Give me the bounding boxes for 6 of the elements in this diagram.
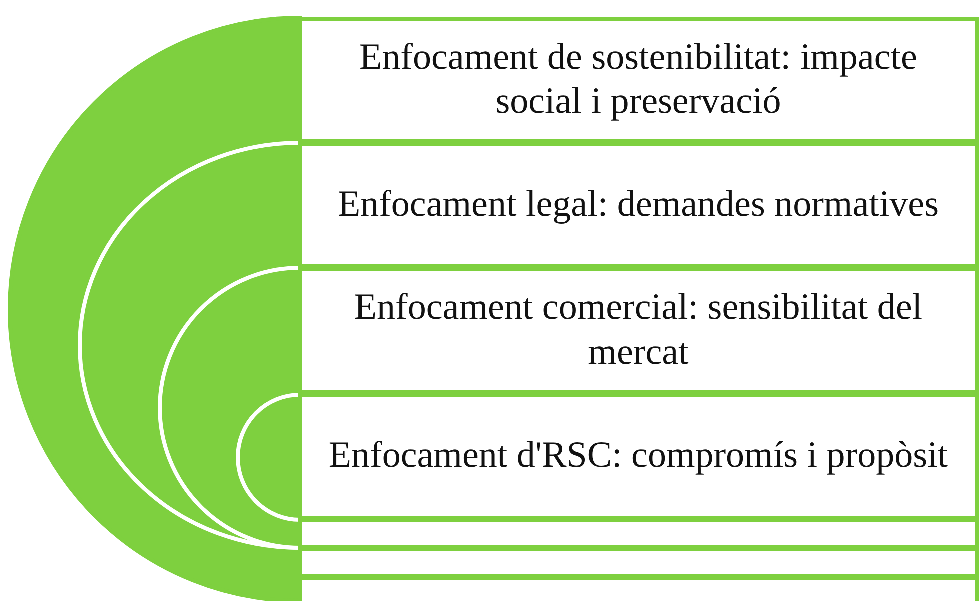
approach-box: Enfocament d'RSC: compromís i propòsit <box>298 393 979 520</box>
approach-box: Enfocament legal: demandes normatives <box>298 142 979 268</box>
empty-box <box>298 518 979 549</box>
approach-box: Enfocament comercial: sensibilitat del mercat <box>298 267 979 394</box>
approach-box: Enfocament de sostenibilitat: impacte social i preservació <box>298 17 979 143</box>
empty-box <box>298 547 979 578</box>
